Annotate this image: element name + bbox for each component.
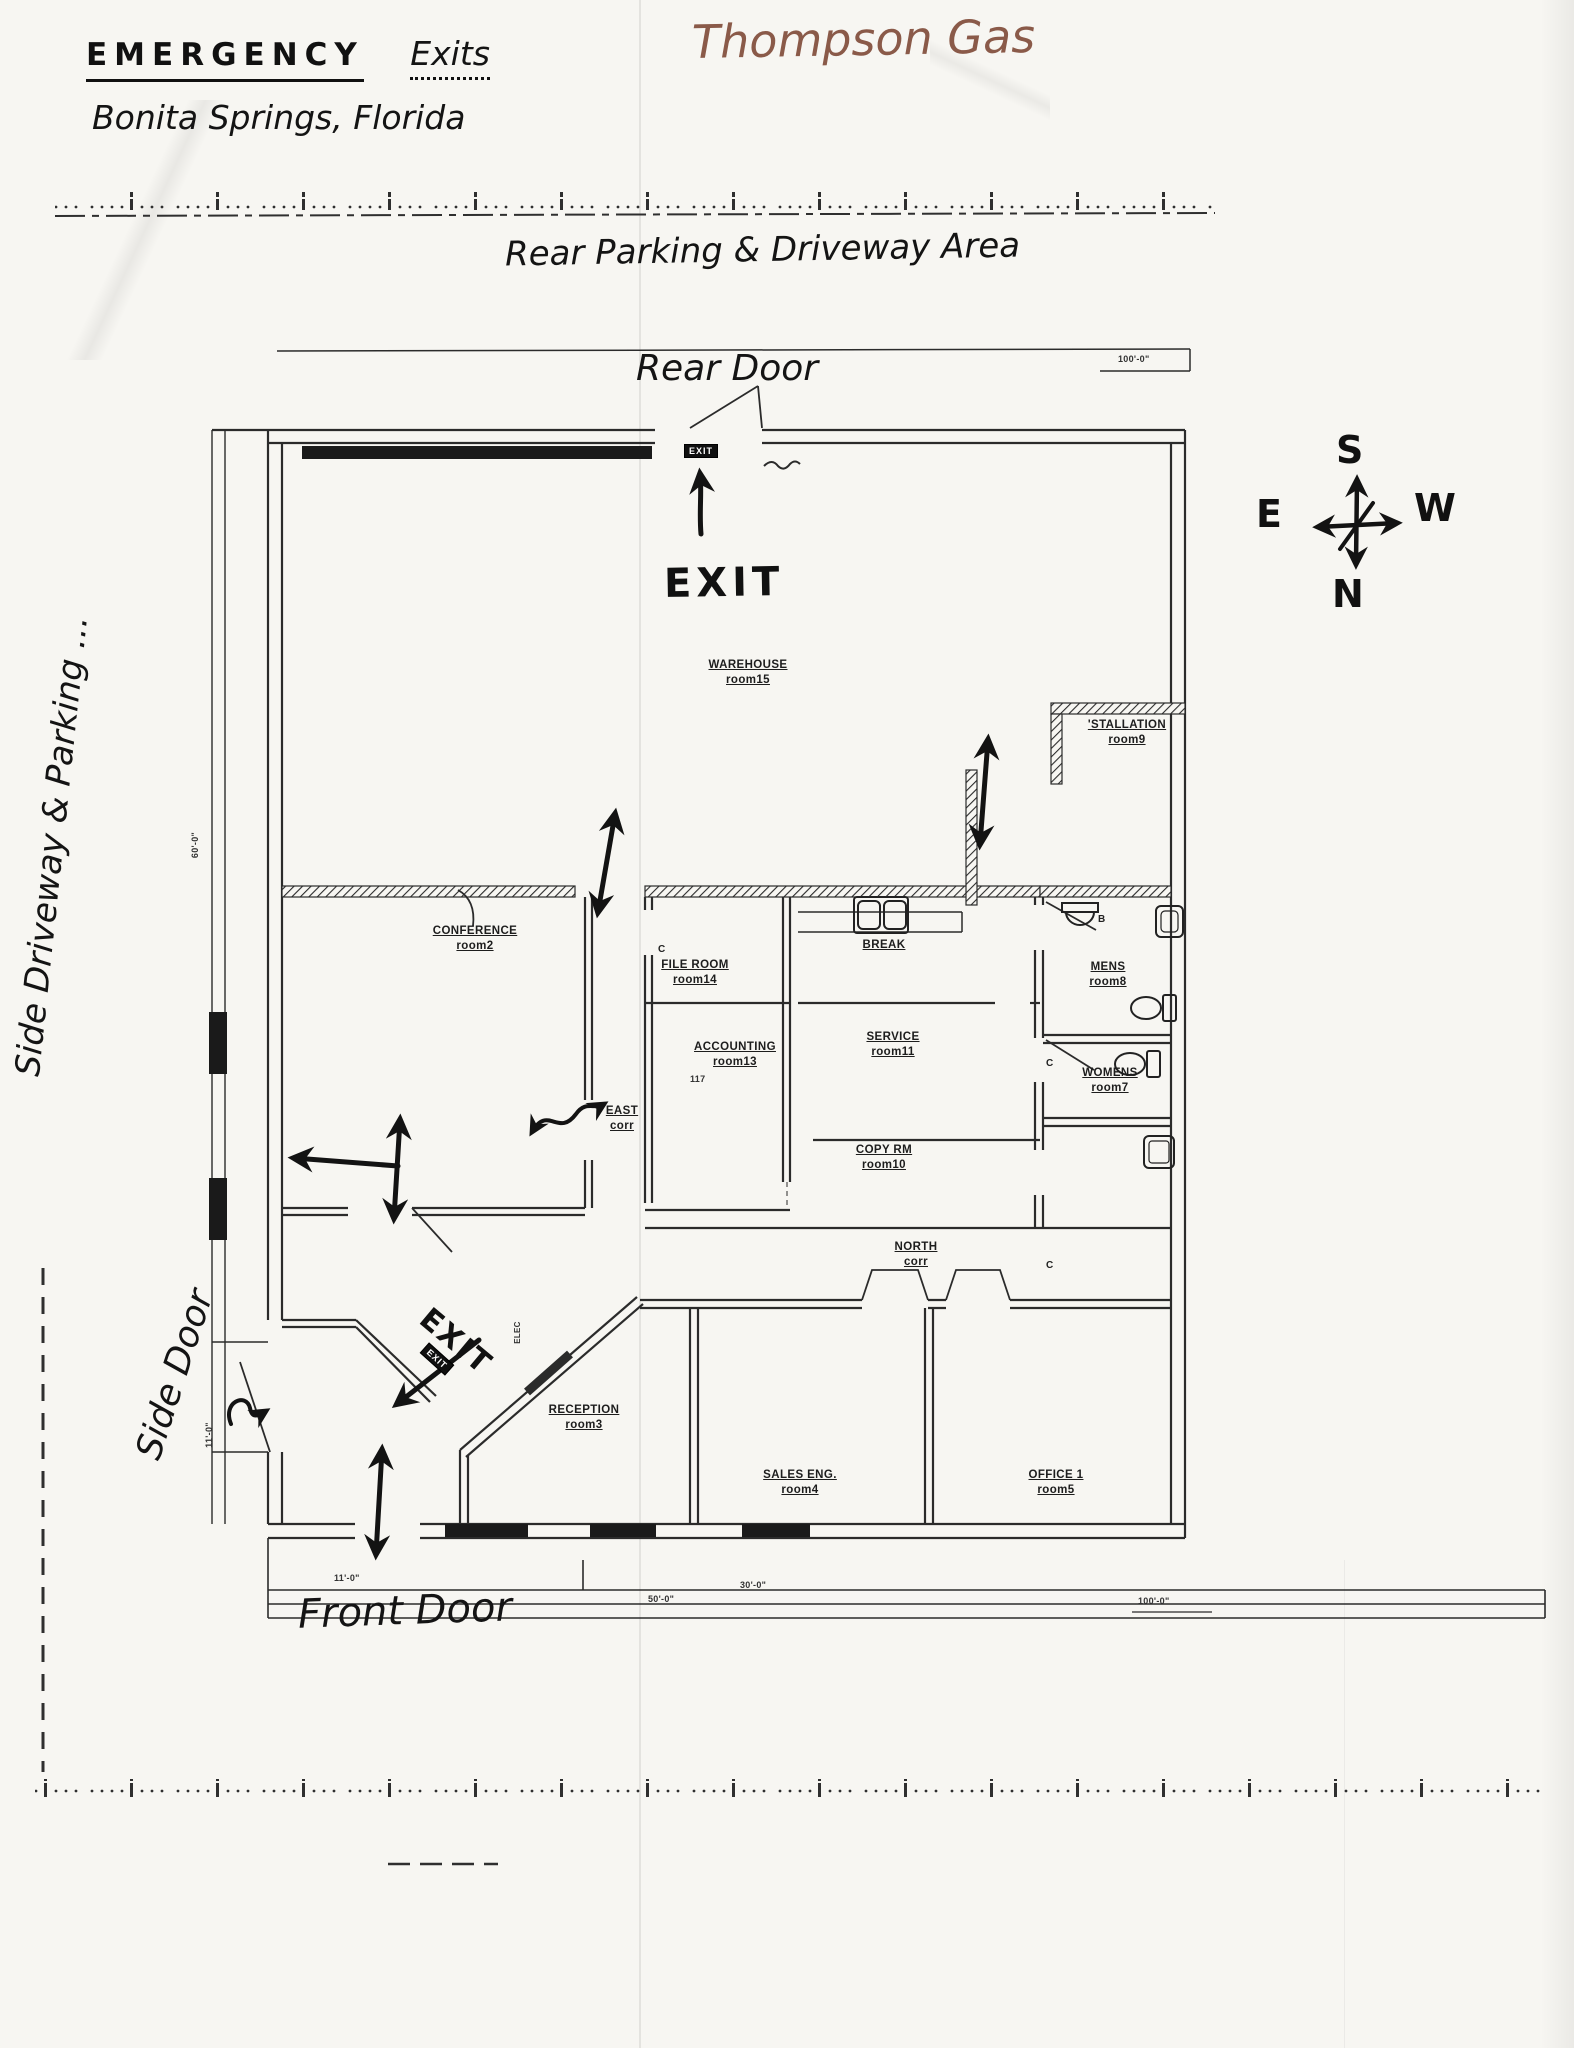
interior-walls xyxy=(282,897,1171,1524)
exit-arrows xyxy=(227,467,1000,1561)
room-name: SALES ENG. xyxy=(763,1469,837,1481)
room-name: FILE ROOM xyxy=(661,959,729,971)
paper-fold-line xyxy=(639,0,641,2048)
exit-sign-rear: EXIT xyxy=(684,444,719,458)
paper-fold-line-2 xyxy=(1344,1560,1345,2048)
dim-side-60: 60'-0" xyxy=(190,831,201,859)
room-name: EAST xyxy=(605,1105,639,1117)
room-label-accounting: ACCOUNTING room13 xyxy=(673,1040,797,1070)
dim-bottom-11: 11'-0" xyxy=(334,1573,360,1583)
rear-door-label: Rear Door xyxy=(636,348,819,389)
paper-crease xyxy=(55,100,235,360)
door-tag-c1: C xyxy=(658,944,666,955)
compass-cross xyxy=(1312,474,1403,570)
room-label-north-corr: NORTH corr xyxy=(874,1240,958,1270)
room-name: WOMENS xyxy=(1082,1067,1138,1079)
room-number: room10 xyxy=(862,1158,906,1171)
paper-crease-2 xyxy=(930,0,1050,160)
title-word-exits: Exits xyxy=(410,34,490,80)
room-number: room13 xyxy=(713,1055,757,1068)
room-label-warehouse: WAREHOUSE room15 xyxy=(686,658,810,688)
title-word-emergency: EMERGENCY xyxy=(86,37,364,82)
room-name: NORTH xyxy=(894,1241,938,1253)
company-name: Thompson Gas xyxy=(691,9,1036,69)
compass-north: N xyxy=(1332,572,1364,616)
room-label-sales: SALES ENG. room4 xyxy=(738,1468,862,1498)
compass-south: S xyxy=(1336,428,1364,472)
room-number: room8 xyxy=(1089,975,1127,988)
room-number: room14 xyxy=(673,973,717,986)
room-label-break: BREAK xyxy=(852,938,916,953)
dim-bottom-30: 30'-0" xyxy=(740,1580,767,1590)
room-label-reception: RECEPTION room3 xyxy=(522,1403,646,1433)
page-title: EMERGENCY Exits xyxy=(86,34,490,82)
bathroom-fixtures xyxy=(853,896,1184,1169)
room-label-service: SERVICE room11 xyxy=(841,1030,945,1060)
room-label-installation: 'STALLATION room9 xyxy=(1064,718,1190,748)
room-number: room3 xyxy=(565,1418,603,1431)
page-subtitle: Bonita Springs, Florida xyxy=(92,98,466,137)
panel-mark: 117 xyxy=(690,1074,706,1084)
dim-bottom-50: 50'-0" xyxy=(648,1594,675,1604)
room-label-conference: CONFERENCE room2 xyxy=(383,924,567,954)
room-name: SERVICE xyxy=(866,1031,920,1043)
site-boundary-lines xyxy=(35,192,1540,1866)
room-name: COPY RM xyxy=(855,1144,913,1156)
room-label-office1: OFFICE 1 room5 xyxy=(994,1468,1118,1498)
room-number: room9 xyxy=(1108,733,1146,746)
rear-exit-label: EXIT xyxy=(663,558,785,608)
room-number: room7 xyxy=(1091,1081,1129,1094)
room-name: WAREHOUSE xyxy=(708,659,788,671)
scan-edge-shadow xyxy=(1540,0,1574,2048)
building-exterior-walls xyxy=(209,348,1546,1619)
door-tag-c3: C xyxy=(1046,1260,1054,1271)
dim-bottom-right: 100'-0" xyxy=(1138,1596,1170,1606)
hatched-walls xyxy=(281,702,1186,906)
room-name: MENS xyxy=(1090,961,1126,973)
room-name: OFFICE 1 xyxy=(1028,1469,1084,1481)
room-label-copy: COPY RM room10 xyxy=(832,1143,936,1173)
door-tag-b: B xyxy=(1098,914,1106,925)
room-name: CONFERENCE xyxy=(432,925,518,937)
room-label-fileroom: FILE ROOM room14 xyxy=(640,958,750,988)
room-label-east-corr: EAST corr xyxy=(592,1104,652,1134)
room-name: BREAK xyxy=(862,939,906,951)
door-tag-c2: C xyxy=(1046,1058,1054,1069)
front-door-label: Front Door xyxy=(297,1584,513,1638)
room-number: room2 xyxy=(456,939,494,952)
room-number: corr xyxy=(904,1255,928,1268)
room-name: ACCOUNTING xyxy=(694,1041,776,1053)
dim-side-11: 11'-0" xyxy=(203,1422,214,1448)
room-number: corr xyxy=(610,1119,634,1132)
room-name: 'STALLATION xyxy=(1087,719,1167,731)
compass-east: E xyxy=(1256,492,1282,536)
dim-top-right: 100'-0" xyxy=(1118,354,1150,364)
compass-west: W xyxy=(1414,486,1456,530)
room-number: room15 xyxy=(726,673,770,686)
elec-mark: ELEC xyxy=(512,1321,522,1344)
room-number: room5 xyxy=(1037,1483,1075,1496)
room-name: RECEPTION xyxy=(548,1404,620,1416)
room-label-mens: MENS room8 xyxy=(1066,960,1150,990)
room-number: room11 xyxy=(871,1045,915,1058)
door-swings xyxy=(239,385,1097,1453)
room-label-womens: WOMENS room7 xyxy=(1058,1066,1162,1096)
room-number: room4 xyxy=(781,1483,819,1496)
